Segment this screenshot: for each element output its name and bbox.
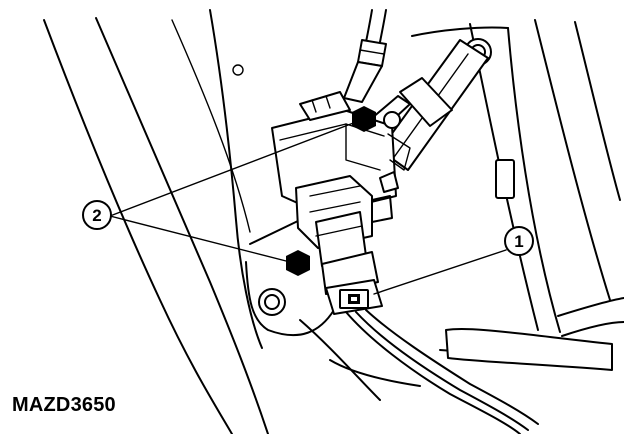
callout-1-label: 1 bbox=[514, 232, 523, 251]
actuator-body bbox=[271, 91, 411, 295]
panel-slot-icon bbox=[495, 159, 515, 199]
panel-hole-icon bbox=[232, 64, 244, 76]
callout-2-label: 2 bbox=[92, 206, 101, 225]
connector bbox=[325, 279, 383, 315]
callout-1: 1 bbox=[373, 226, 534, 295]
mounting-nuts bbox=[286, 106, 401, 276]
door-panel-edges bbox=[43, 9, 269, 434]
upper-nut-icon bbox=[352, 106, 401, 132]
callout-2-leader-upper bbox=[109, 121, 357, 217]
lower-nut-icon bbox=[286, 250, 310, 276]
figure-code: MAZD3650 bbox=[12, 394, 116, 416]
wiring-harness bbox=[345, 309, 613, 434]
callout-1-circle bbox=[504, 226, 534, 256]
callout-2: 2 bbox=[82, 121, 357, 263]
control-cable bbox=[343, 9, 387, 103]
callout-2-circle bbox=[82, 200, 112, 230]
callout-2-leader-lower bbox=[109, 215, 291, 263]
callout-1-leader bbox=[373, 249, 507, 295]
lower-bracket bbox=[245, 219, 421, 401]
